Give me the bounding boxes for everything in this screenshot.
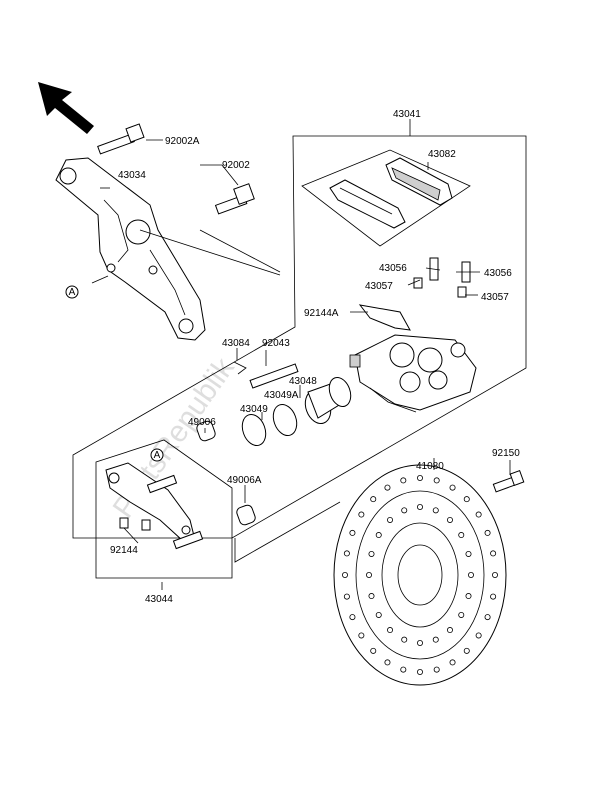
disc-hole: [484, 614, 491, 621]
clip-43084[interactable]: [233, 361, 247, 375]
disc-hole: [375, 611, 382, 618]
label-43049A: 43049A: [264, 390, 299, 401]
disc-hole: [375, 532, 382, 539]
dust-boot-49006[interactable]: [195, 420, 216, 442]
disc-hole: [401, 507, 408, 514]
disc-hole: [449, 484, 456, 491]
dust-boot-49006A[interactable]: [235, 504, 256, 526]
label-41080: 41080: [416, 461, 444, 472]
holder-outline-43044: [95, 439, 233, 579]
disc-hole: [458, 611, 465, 618]
disc-hole: [490, 593, 497, 600]
disc-hole: [341, 572, 348, 579]
brake-disc-41080[interactable]: [333, 464, 507, 686]
disc-hole: [416, 669, 423, 676]
disc-hole: [349, 529, 356, 536]
label-43084: 43084: [222, 338, 250, 349]
spring-92144A[interactable]: [358, 304, 411, 331]
label-49006: 49006: [188, 417, 216, 428]
bleed-valve-43056[interactable]: [429, 257, 471, 283]
label-92144A: 92144A: [304, 308, 339, 319]
label-43056-right: 43056: [484, 268, 512, 279]
disc-hole: [400, 477, 407, 484]
disc-hole: [484, 529, 491, 536]
brake-pads-43082[interactable]: [301, 149, 471, 247]
disc-hole: [343, 593, 350, 600]
label-43048: 43048: [289, 376, 317, 387]
disc-hole: [387, 627, 394, 634]
seal-43049A[interactable]: [269, 401, 301, 439]
label-92043: 92043: [262, 338, 290, 349]
disc-hole: [446, 516, 453, 523]
label-43057-right: 43057: [481, 292, 509, 303]
bolt-92002A[interactable]: [97, 123, 145, 155]
label-92144: 92144: [110, 545, 138, 556]
disc-hole: [465, 593, 472, 600]
piston-43048[interactable]: [301, 374, 355, 427]
disc-hole: [463, 496, 470, 503]
disc-hole: [467, 572, 474, 579]
disc-hole: [358, 632, 365, 639]
label-92150: 92150: [492, 448, 520, 459]
front-direction-arrow-icon: [38, 82, 94, 134]
label-43056-left: 43056: [379, 263, 407, 274]
callout-a-label: A: [69, 287, 76, 298]
label-43057-left: 43057: [365, 281, 393, 292]
disc-hole: [433, 666, 440, 673]
caliper-body[interactable]: [349, 334, 477, 413]
pad-pin-92043[interactable]: [249, 363, 299, 389]
disc-hole: [490, 550, 497, 557]
label-43082: 43082: [428, 149, 456, 160]
label-43041: 43041: [393, 109, 421, 120]
disc-hole: [449, 659, 456, 666]
label-49006A: 49006A: [227, 475, 262, 486]
disc-hole: [446, 627, 453, 634]
disc-hole: [432, 636, 439, 643]
caliper-bracket-43034[interactable]: [55, 157, 206, 341]
disc-hole: [384, 484, 391, 491]
disc-hole: [370, 496, 377, 503]
disc-hole: [365, 572, 372, 579]
label-43049: 43049: [240, 404, 268, 415]
bleed-cap-43057[interactable]: [413, 277, 467, 298]
assembly-outline-43041: [72, 135, 527, 539]
disc-hole: [491, 572, 498, 579]
disc-hole: [475, 511, 482, 518]
disc-hole: [368, 550, 375, 557]
label-43034: 43034: [118, 170, 146, 181]
disc-hole: [416, 503, 423, 510]
label-92002: 92002: [222, 160, 250, 171]
disc-hole: [384, 659, 391, 666]
seal-43049[interactable]: [238, 411, 270, 449]
disc-hole: [401, 636, 408, 643]
caliper-holder-43044[interactable]: [105, 462, 204, 550]
disc-hole: [416, 640, 423, 647]
callout-a-label: A: [154, 450, 161, 461]
label-92002A: 92002A: [165, 136, 200, 147]
disc-hole: [343, 550, 350, 557]
disc-hole: [463, 647, 470, 654]
callout-a-top: [65, 285, 79, 299]
disc-holes: [341, 474, 498, 676]
disc-hole: [349, 614, 356, 621]
disc-hole: [387, 516, 394, 523]
disc-hole: [368, 593, 375, 600]
disc-hole: [458, 532, 465, 539]
disc-hole: [358, 511, 365, 518]
disc-hole: [416, 474, 423, 481]
bolt-92002[interactable]: [214, 183, 255, 215]
disc-bolt-92150[interactable]: [492, 470, 525, 493]
label-43044: 43044: [145, 594, 173, 605]
disc-hole: [475, 632, 482, 639]
disc-hole: [433, 477, 440, 484]
callout-a-bottom: [150, 448, 164, 462]
disc-hole: [400, 666, 407, 673]
disc-hole: [432, 507, 439, 514]
disc-hole: [370, 647, 377, 654]
disc-hole: [465, 550, 472, 557]
